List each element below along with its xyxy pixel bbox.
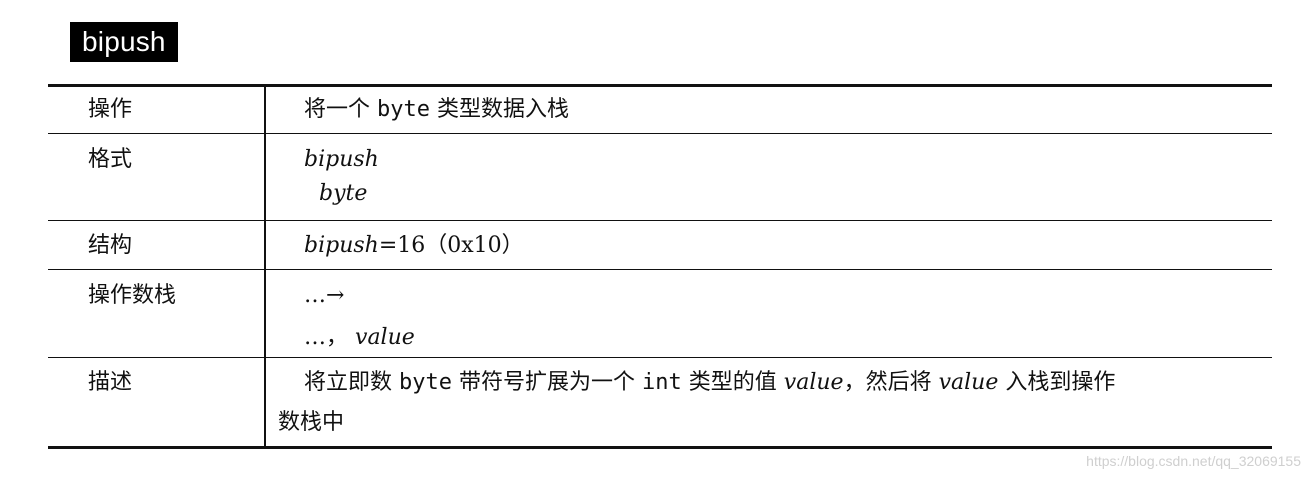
- structure-mnemonic: bipush: [304, 233, 379, 258]
- row-label-operation: 操作: [88, 97, 133, 122]
- format-line-2: byte: [319, 181, 368, 206]
- row-label-operand-stack: 操作数栈: [88, 283, 177, 308]
- desc-int: int: [642, 370, 682, 395]
- structure-equals: =16（0x10）: [378, 233, 524, 258]
- row-divider-2: [48, 220, 1272, 221]
- operation-text-mono: byte: [377, 97, 430, 122]
- format-line-1: bipush: [304, 147, 379, 172]
- table-top-rule: [48, 84, 1272, 87]
- watermark: https://blog.csdn.net/qq_32069155: [1086, 453, 1301, 469]
- instruction-title: bipush: [70, 22, 178, 62]
- operand-stack-line-2: …， value: [304, 324, 415, 352]
- operation-text-before: 将一个: [304, 97, 371, 122]
- row-divider-1: [48, 133, 1272, 134]
- column-divider: [264, 84, 266, 449]
- row-content-operation: 将一个 byte 类型数据入栈: [304, 96, 569, 124]
- description-line-1: 将立即数 byte 带符号扩展为一个 int 类型的值 value，然后将 va…: [304, 369, 1115, 397]
- desc-p2: 带符号扩展为一个: [459, 370, 636, 395]
- table-bottom-rule: [48, 446, 1272, 449]
- desc-value-2: value: [938, 370, 999, 395]
- desc-p4: ，然后将: [843, 370, 932, 395]
- operand-stack-value: value: [355, 325, 415, 350]
- desc-value-1: value: [783, 370, 844, 395]
- description-line-2: 数栈中: [278, 410, 345, 435]
- row-label-structure: 结构: [88, 233, 133, 258]
- desc-p3: 类型的值: [688, 370, 777, 395]
- row-divider-4: [48, 357, 1272, 358]
- row-label-description: 描述: [88, 370, 133, 395]
- operand-stack-line-1: …→: [304, 283, 345, 308]
- row-divider-3: [48, 269, 1272, 270]
- desc-byte: byte: [399, 370, 452, 395]
- desc-p5: 入栈到操作: [1005, 370, 1116, 395]
- instruction-title-text: bipush: [82, 26, 166, 57]
- instruction-table: 操作 将一个 byte 类型数据入栈 格式 bipush byte 结构 bip…: [48, 84, 1272, 449]
- row-label-format: 格式: [88, 147, 133, 172]
- desc-p1: 将立即数: [304, 370, 393, 395]
- row-content-structure: bipush=16（0x10）: [304, 232, 524, 260]
- operand-stack-ellipsis: …，: [304, 325, 349, 350]
- operation-text-after: 类型数据入栈: [437, 97, 570, 122]
